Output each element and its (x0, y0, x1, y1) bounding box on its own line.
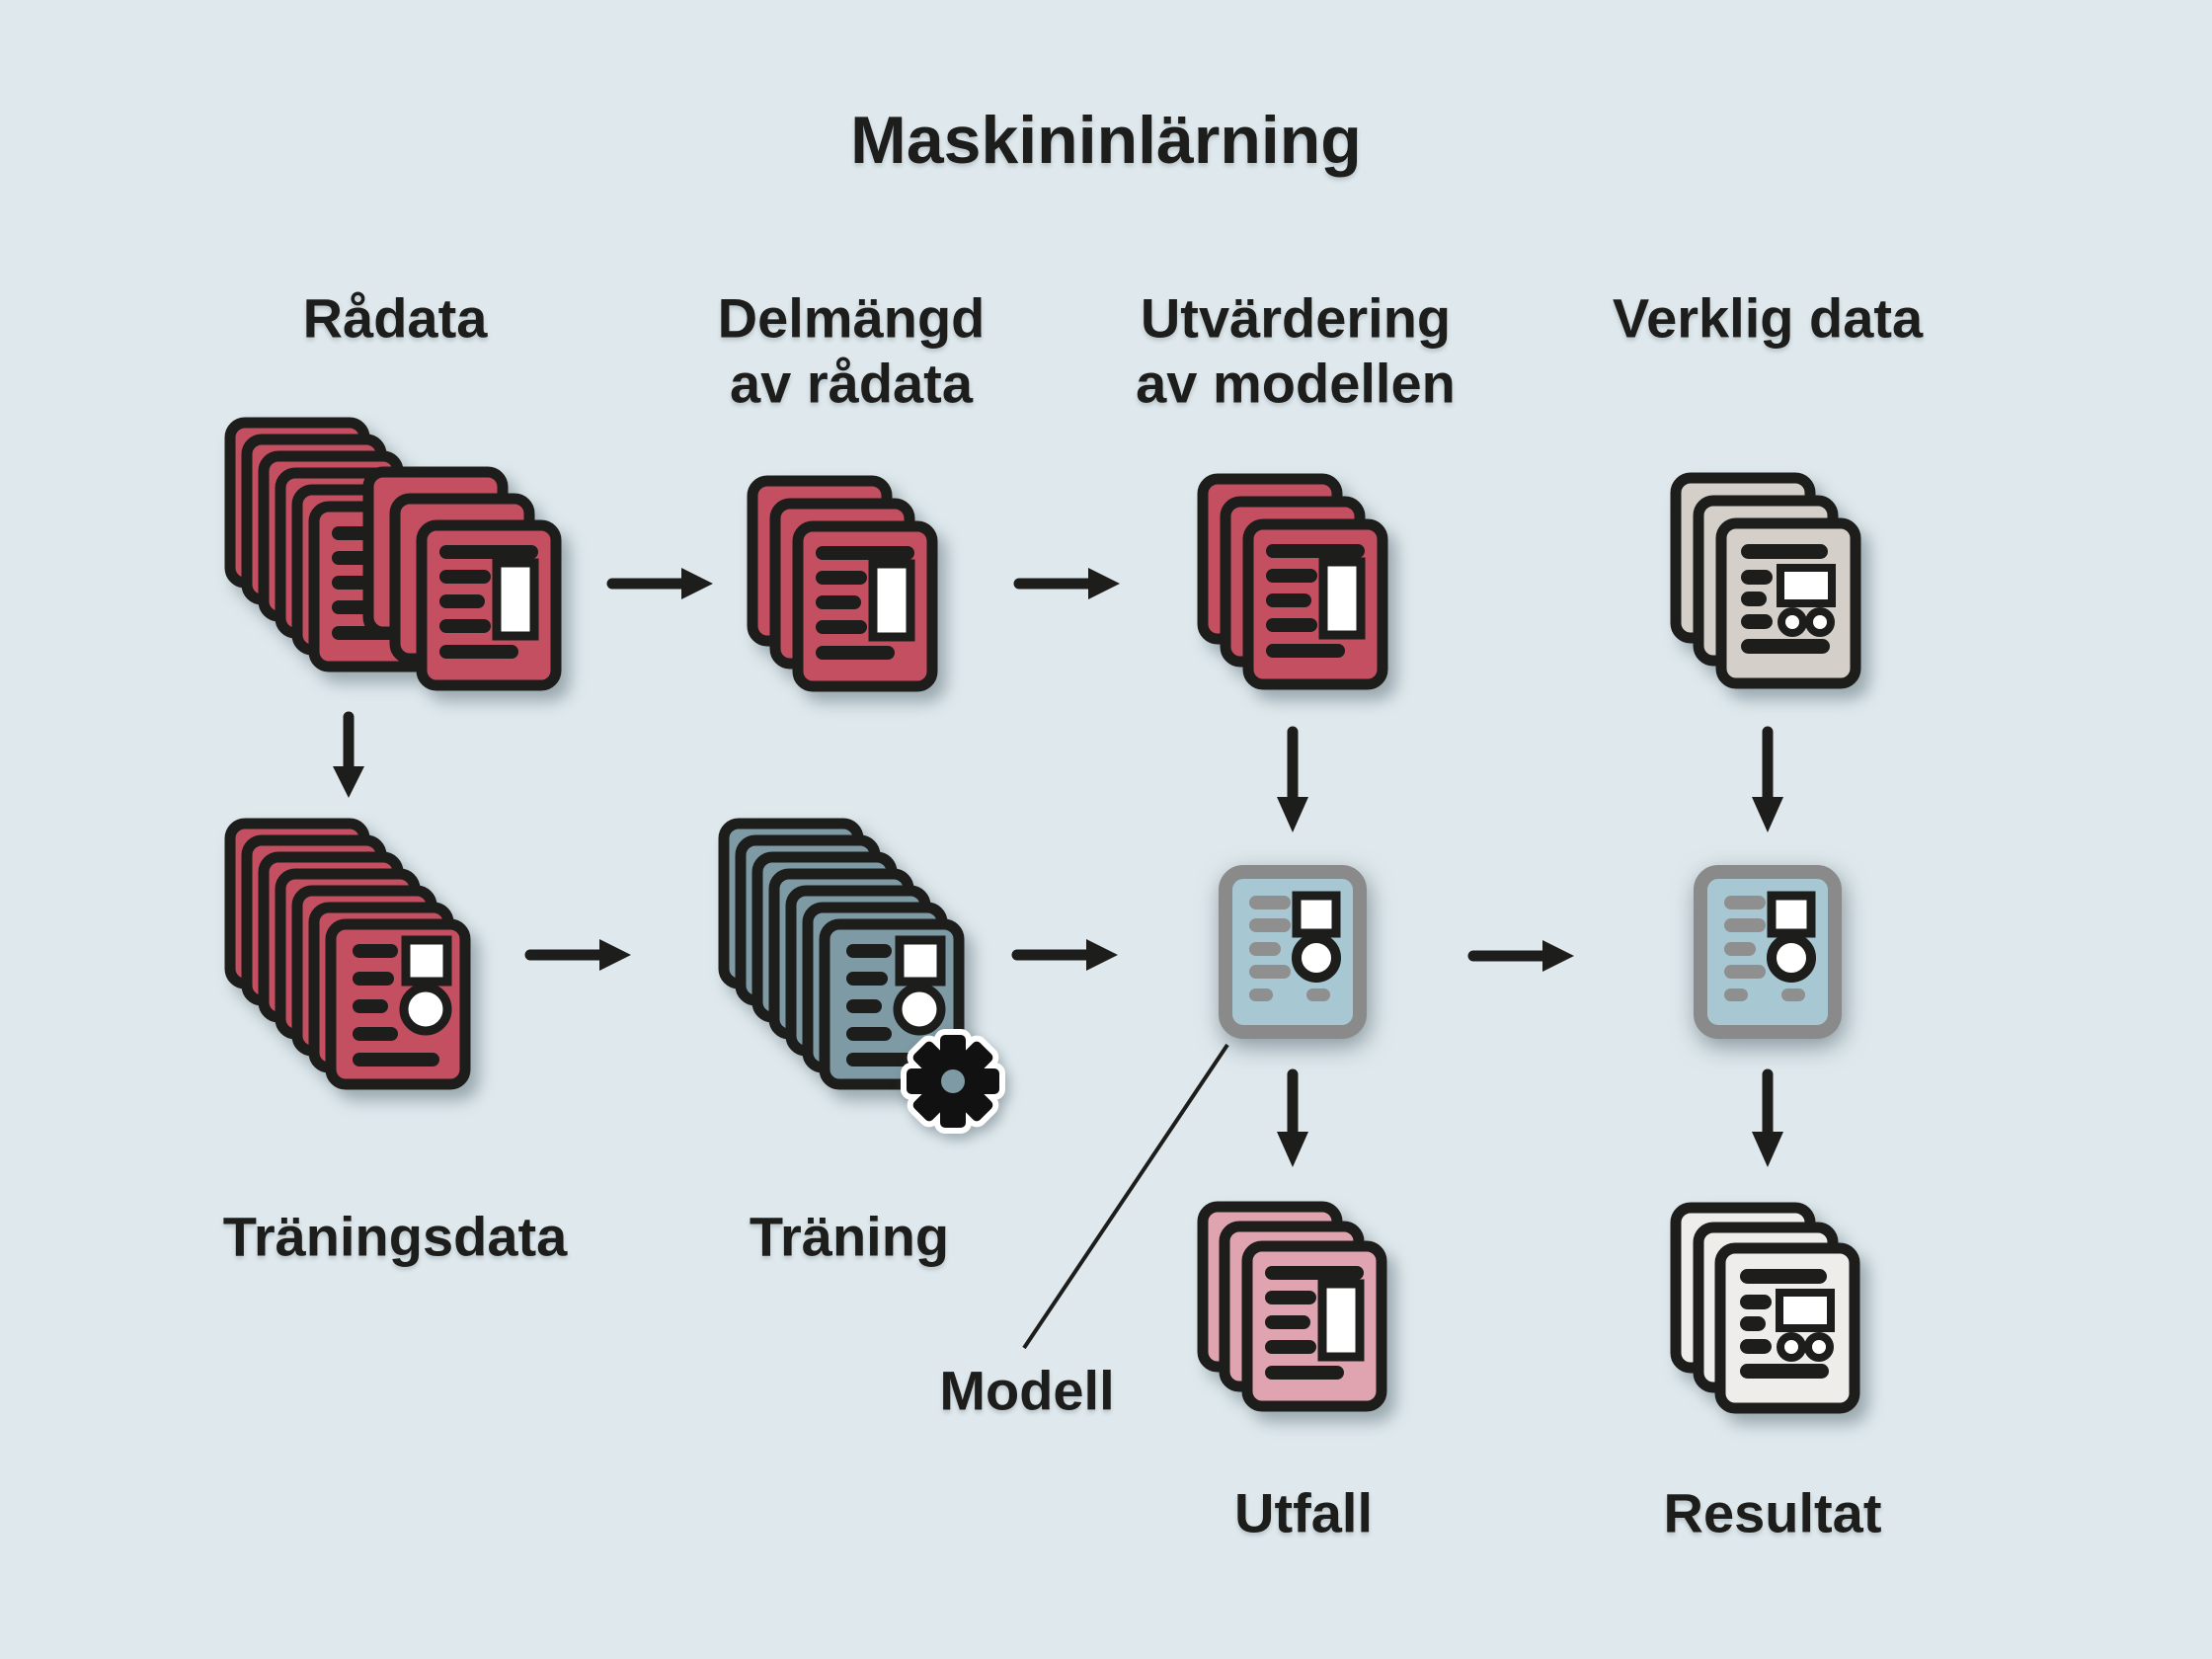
arrow-evaluation-to-model (1277, 726, 1308, 832)
model-document-icon (1225, 872, 1360, 1032)
result-stack (1676, 1208, 1855, 1408)
outcome-stack (1203, 1207, 1382, 1406)
document-sheet (1247, 1246, 1382, 1406)
arrow-training-to-model (1011, 939, 1118, 971)
document-sheet (798, 526, 932, 686)
label-training: Träning (749, 1205, 950, 1268)
label-outcome: Utfall (1234, 1481, 1373, 1544)
training-data-stack (230, 824, 465, 1084)
document-sheet (422, 525, 556, 685)
arrow-model-to-model (1467, 940, 1574, 972)
header-subset-line2: av rådata (730, 352, 973, 415)
header-evaluation-line2: av modellen (1136, 352, 1456, 415)
header-subset-line1: Delmängd (717, 286, 986, 350)
page-title: Maskininlärning (850, 103, 1362, 178)
document-sheet (1720, 1248, 1855, 1408)
gear-icon (907, 1035, 999, 1128)
arrow-raw-to-subset (606, 568, 713, 599)
model-document-icon-right (1700, 872, 1835, 1032)
header-real-data: Verklig data (1612, 286, 1924, 350)
document-sheet (1721, 523, 1856, 683)
raw-data-stack (230, 423, 556, 685)
arrow-subset-to-evaluation (1013, 568, 1120, 599)
label-result: Resultat (1663, 1481, 1882, 1544)
header-raw-data: Rådata (302, 286, 488, 350)
arrow-realdata-to-model (1752, 726, 1783, 832)
model-label-pointer-line (1022, 1043, 1229, 1350)
label-model: Modell (939, 1359, 1115, 1422)
arrow-model-to-outcome (1277, 1068, 1308, 1167)
document-sheet (331, 924, 465, 1084)
subset-stack (752, 481, 932, 686)
arrow-trainingdata-to-training (524, 939, 631, 971)
header-evaluation-line1: Utvärdering (1140, 286, 1452, 350)
label-training-data: Träningsdata (222, 1205, 568, 1268)
arrow-model-to-result (1752, 1068, 1783, 1167)
evaluation-stack (1203, 479, 1382, 684)
document-sheet (1248, 524, 1382, 684)
real-data-stack (1676, 478, 1856, 683)
arrow-raw-to-trainingdata (333, 711, 364, 798)
